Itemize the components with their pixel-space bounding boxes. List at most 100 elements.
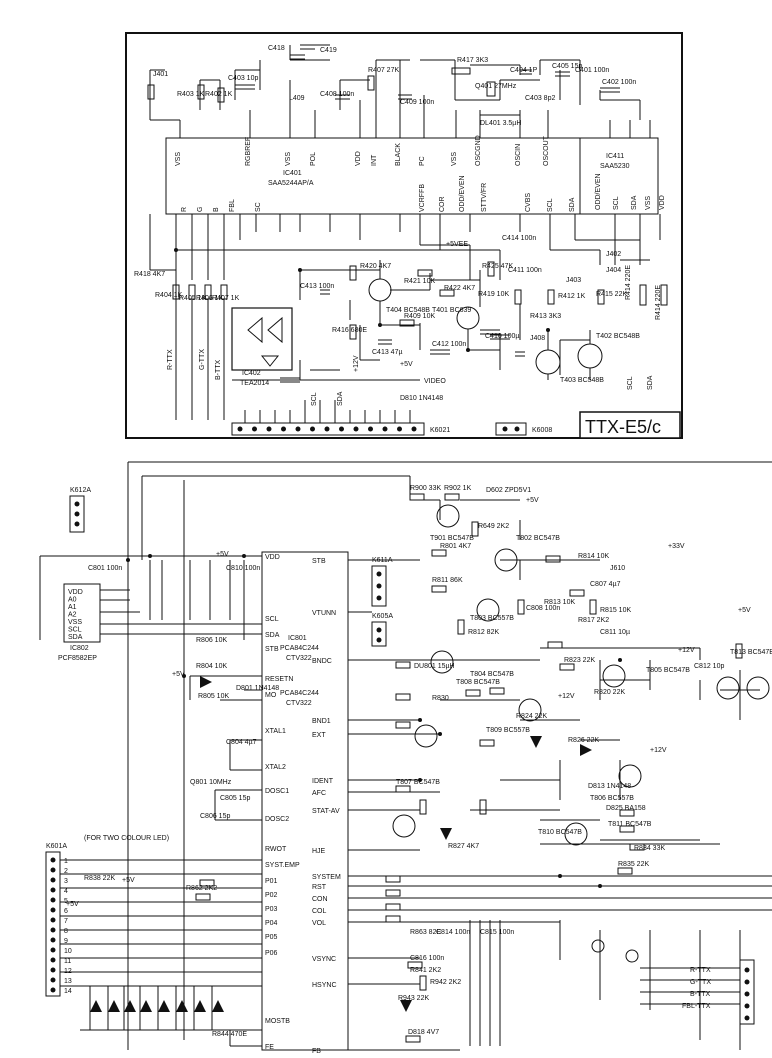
signal-plus33v: +33V: [668, 543, 685, 550]
signal-plus5v: +5V: [400, 361, 413, 368]
ic802-pin-label: SDA: [68, 634, 83, 641]
label-d602: D602 ZPD5V1: [486, 487, 531, 494]
signal-plus5v-c: +5V: [172, 671, 185, 678]
k601a-pin-number: 9: [64, 938, 68, 945]
ic801-left-pin-label: P03: [265, 906, 278, 913]
signal-plus5v-e: +5V: [66, 901, 79, 908]
k601a-pin: [50, 967, 56, 973]
ic401-bottom-pin-label: SCL: [547, 198, 554, 212]
label-t807: T807 BC547B: [396, 779, 440, 786]
ic401-top-pin-label: PC: [419, 156, 426, 166]
label-d810: D810 1N4148: [400, 395, 443, 402]
k6021-pins: [237, 426, 417, 432]
label-j610: J610: [610, 565, 625, 572]
k6021-pin: [339, 426, 344, 432]
label-t402: T402 BC548B: [596, 333, 640, 340]
ic801-right-pin-label: BND1: [312, 718, 331, 725]
ic801-left-pin-label: P02: [265, 892, 278, 899]
ic401-part: SAA5244AP/A: [268, 180, 314, 187]
label-j401: J401: [153, 71, 168, 78]
label-t810: T810 BC547B: [538, 829, 582, 836]
k601a-pin: [50, 927, 56, 933]
ic802-pin-label: SCL: [68, 627, 82, 634]
signal-sda-right: SDA: [647, 375, 654, 390]
label-c806: C806 15p: [200, 813, 230, 820]
ic802-pin-label: VDD: [68, 589, 83, 596]
ic802-pin-label: A2: [68, 612, 77, 619]
label-r406: R406 1K: [196, 295, 224, 302]
k6021-pin: [397, 426, 402, 432]
ic801-right-pin-label: EXT: [312, 732, 326, 739]
signal-b-ttx: B-TTX: [215, 359, 222, 380]
ic411-pin-label: VSS: [645, 196, 652, 210]
ic801-right-pin-label: SYSTEM: [312, 874, 341, 881]
connector-k6008: [495, 422, 527, 436]
k601a-pin: [50, 887, 56, 893]
k601a-pin-number: 7: [64, 918, 68, 925]
ic401-bottom-pin-label: VCRFFB: [419, 184, 426, 212]
title-text: TTX-E5/c: [585, 417, 661, 437]
k601a-pin-number: 10: [64, 948, 72, 955]
label-c411: C411 100n: [508, 267, 542, 274]
signal-scl-right: SCL: [627, 376, 634, 390]
ic801-right-pin-label: HJE: [312, 848, 326, 855]
label-c403: C403 10p: [228, 75, 258, 82]
signal-fbl-ttx-b: FBL-TTX: [682, 1003, 711, 1010]
label-r413: R413 3K3: [530, 313, 561, 320]
label-t403: T403 BC548B: [560, 377, 604, 384]
label-r801: R801 4K7: [440, 543, 471, 550]
k601a-pin-number: 14: [64, 988, 72, 995]
ic801-left-pin-label: SYST.EMP: [265, 862, 300, 869]
ic801-body: [261, 551, 349, 1051]
label-d825: D825 BA158: [606, 805, 646, 812]
label-r943: R943 22K: [398, 995, 429, 1002]
label-c414: C414 100n: [502, 235, 536, 242]
signal-plus5v-f: +5V: [738, 607, 751, 614]
k6021-pin: [295, 426, 301, 432]
label-r405: R405 1K: [179, 295, 207, 302]
ic801-right-pin-label: COL: [312, 908, 327, 915]
ic411-body: [579, 137, 659, 215]
signal-r-ttx: R-TTX: [167, 349, 174, 370]
label-j403: J403: [566, 277, 581, 284]
label-r415: R415 22K: [596, 291, 627, 298]
ic801-right-pin-label: HSYNC: [312, 982, 337, 989]
label-c410: C410 100µ: [485, 333, 519, 340]
label-d813: D813 1N4148: [588, 783, 631, 790]
ic801-right-pin-label: RST: [312, 884, 327, 891]
ic801-left-pin-label: RWOT: [265, 846, 287, 853]
label-d801: D801 1N4148: [236, 685, 279, 692]
teletext-module-frame: [125, 32, 683, 439]
label-r420: R420 4K7: [360, 263, 391, 270]
label-r402: R402 1K: [205, 91, 233, 98]
label-r862: R862 2K2: [186, 885, 217, 892]
signal-scl: SCL: [311, 392, 318, 406]
label-k605a: K605A: [372, 613, 393, 620]
ic401-top-pin-label: VSS: [175, 152, 182, 166]
ic801-left-pin-label: FE: [265, 1044, 274, 1051]
label-t809: T809 BC557B: [486, 727, 530, 734]
signal-plus5vee: +5VEE: [446, 241, 468, 248]
k601a-pin: [50, 937, 56, 943]
ic401-bottom-pin-label: CVBS: [525, 193, 532, 212]
label-r817: R817 2K2: [578, 617, 609, 624]
ic401-bottom-pin-label: STTV/FR: [481, 183, 488, 212]
k601a-pin-number: 3: [64, 878, 68, 885]
label-t813: T813 BC547B: [730, 649, 772, 656]
ic401-body: [165, 137, 581, 215]
label-r863: R863 82E: [410, 929, 441, 936]
ic801-left-pin-label: STB: [265, 646, 279, 653]
ic801-left-pin-label: SDA: [265, 632, 280, 639]
label-j402: J402: [606, 251, 621, 258]
label-c808: C808 100n: [526, 605, 560, 612]
label-j408: J408: [530, 335, 545, 342]
label-r820: R820 22K: [594, 689, 625, 696]
ic411-pin-label: ODD/EVEN: [595, 173, 602, 210]
k6021-pin: [324, 426, 330, 432]
ic801-right-pin-label: FB: [312, 1048, 321, 1055]
label-r416: R416 680E: [332, 327, 367, 334]
ic801-part2: CTV322: [286, 655, 312, 662]
label-r407: R407 27K: [368, 67, 399, 74]
